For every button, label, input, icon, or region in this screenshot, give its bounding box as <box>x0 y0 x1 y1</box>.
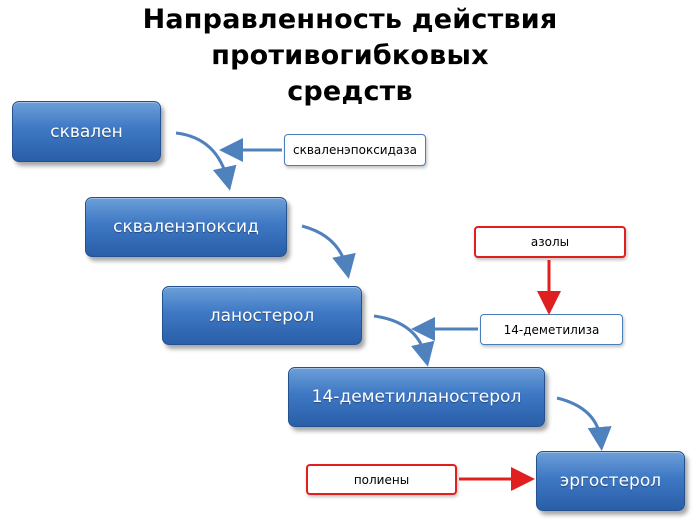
flow-arrow-3 <box>373 314 435 367</box>
enzyme-14-demethylase-label: 14-деметилиза <box>503 322 600 337</box>
step-lanosterol-label: ланостерол <box>209 305 315 326</box>
enzyme-squalene-epoxidase-label: скваленэпоксидаза <box>293 143 417 157</box>
drug-polyenes: полиены <box>306 464 457 495</box>
step-lanosterol: ланостерол <box>162 286 362 345</box>
enzyme-14-demethylase: 14-деметилиза <box>480 314 623 345</box>
step-ergosterol: эргостерол <box>536 451 685 511</box>
step-squalene-epoxide: скваленэпоксид <box>85 197 287 257</box>
enzyme-squalene-epoxidase: скваленэпоксидаза <box>284 134 426 166</box>
flow-arrow-4 <box>556 396 612 451</box>
flow-arrow-2 <box>301 224 356 279</box>
drug-azoles: азолы <box>474 226 626 258</box>
step-demethyllanosterol: 14-деметилланостерол <box>288 367 545 427</box>
drug-polyenes-label: полиены <box>353 472 410 487</box>
drug-azoles-label: азолы <box>530 235 570 249</box>
flow-arrow-1 <box>175 131 237 191</box>
title-line-1: Направленность действия противогибковых <box>142 4 558 71</box>
step-squalene-epoxide-label: скваленэпоксид <box>113 217 259 237</box>
step-squalene: сквален <box>12 101 161 162</box>
step-ergosterol-label: эргостерол <box>559 471 662 491</box>
diagram-title: Направленность действия противогибковых … <box>0 2 700 110</box>
title-line-2: средств <box>287 76 413 107</box>
step-squalene-label: сквален <box>50 121 123 142</box>
step-demethyllanosterol-label: 14-деметилланостерол <box>311 387 522 407</box>
